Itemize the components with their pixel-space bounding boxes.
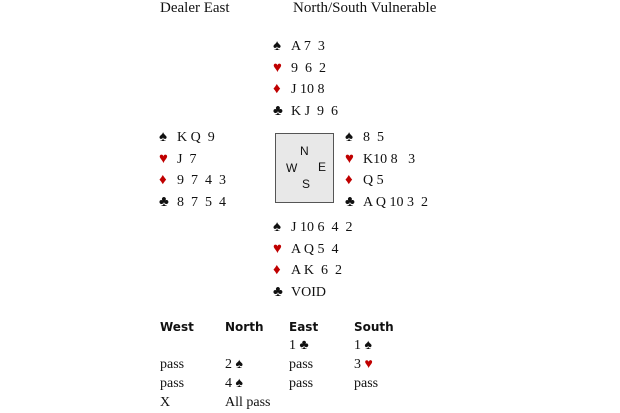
north-spades: A 7 3 — [291, 39, 325, 54]
club-icon: ♣ — [345, 194, 355, 211]
compass-east: E — [318, 160, 327, 174]
vulnerability-label: North/South Vulnerable — [293, 0, 437, 16]
bid: pass — [289, 376, 314, 391]
club-icon: ♣ — [299, 338, 309, 353]
north-clubs: K J 9 6 — [291, 104, 339, 120]
dealer-label: Dealer East — [160, 0, 230, 16]
auction-header-east: East — [289, 320, 319, 334]
north-hand: ♠ A 7 3 ♥ 9 6 2 ♦ J 10 8 ♣ K J 9 6 — [273, 36, 338, 123]
east-spades: 8 5 — [363, 130, 384, 145]
diamond-icon: ♦ — [345, 172, 353, 189]
bid: pass — [354, 376, 379, 391]
spade-icon: ♠ — [159, 129, 167, 145]
west-spades: K Q 9 — [177, 130, 215, 145]
diamond-icon: ♦ — [273, 81, 281, 98]
north-diamonds: J 10 8 — [291, 82, 325, 98]
south-clubs: VOID — [291, 285, 326, 301]
west-hand: ♠ K Q 9 ♥ J 7 ♦ 9 7 4 3 ♣ 8 7 5 4 — [159, 127, 226, 214]
south-spades: J 10 6 4 2 — [291, 220, 353, 235]
heart-icon: ♥ — [364, 357, 373, 372]
bid: pass — [160, 357, 185, 372]
club-icon: ♣ — [273, 103, 283, 120]
south-hand: ♠ J 10 6 4 2 ♥ A Q 5 4 ♦ A K 6 2 ♣ VOID — [273, 217, 352, 304]
club-icon: ♣ — [273, 284, 283, 301]
spade-icon: ♠ — [273, 38, 281, 54]
heart-icon: ♥ — [159, 150, 168, 167]
auction-header-north: North — [225, 320, 264, 334]
west-hearts: J 7 — [177, 151, 197, 167]
east-diamonds: Q 5 — [363, 173, 384, 189]
spade-icon: ♠ — [235, 357, 243, 372]
compass-south: S — [302, 177, 311, 191]
heart-icon: ♥ — [273, 240, 282, 257]
bid: pass — [160, 376, 185, 391]
east-hearts: K10 8 3 — [363, 151, 416, 167]
auction-header-west: West — [160, 320, 194, 334]
heart-icon: ♥ — [273, 59, 282, 76]
bid: 4 ♠ — [225, 376, 243, 391]
east-clubs: A Q 10 3 2 — [363, 195, 428, 211]
heart-icon: ♥ — [345, 150, 354, 167]
west-clubs: 8 7 5 4 — [177, 195, 226, 211]
bid: 3 ♥ — [354, 357, 373, 372]
compass-north: N — [300, 144, 309, 158]
bid: X — [160, 395, 171, 410]
spade-icon: ♠ — [345, 129, 353, 145]
spade-icon: ♠ — [273, 219, 281, 235]
club-icon: ♣ — [159, 194, 169, 211]
spade-icon: ♠ — [364, 338, 372, 353]
compass-west: W — [286, 161, 298, 175]
bid: 1 ♣ — [289, 338, 309, 353]
bid: 1 ♠ — [354, 338, 372, 353]
north-hearts: 9 6 2 — [291, 60, 326, 76]
auction-header-south: South — [354, 320, 394, 334]
west-diamonds: 9 7 4 3 — [177, 173, 226, 189]
diamond-icon: ♦ — [159, 172, 167, 189]
bid: pass — [289, 357, 314, 372]
compass-box: N W E S — [275, 133, 334, 203]
south-diamonds: A K 6 2 — [291, 263, 342, 279]
diamond-icon: ♦ — [273, 262, 281, 279]
bid: All pass — [225, 395, 271, 410]
spade-icon: ♠ — [235, 376, 243, 391]
south-hearts: A Q 5 4 — [291, 241, 339, 257]
east-hand: ♠ 8 5 ♥ K10 8 3 ♦ Q 5 ♣ A Q 10 3 2 — [345, 127, 428, 214]
bid: 2 ♠ — [225, 357, 243, 372]
